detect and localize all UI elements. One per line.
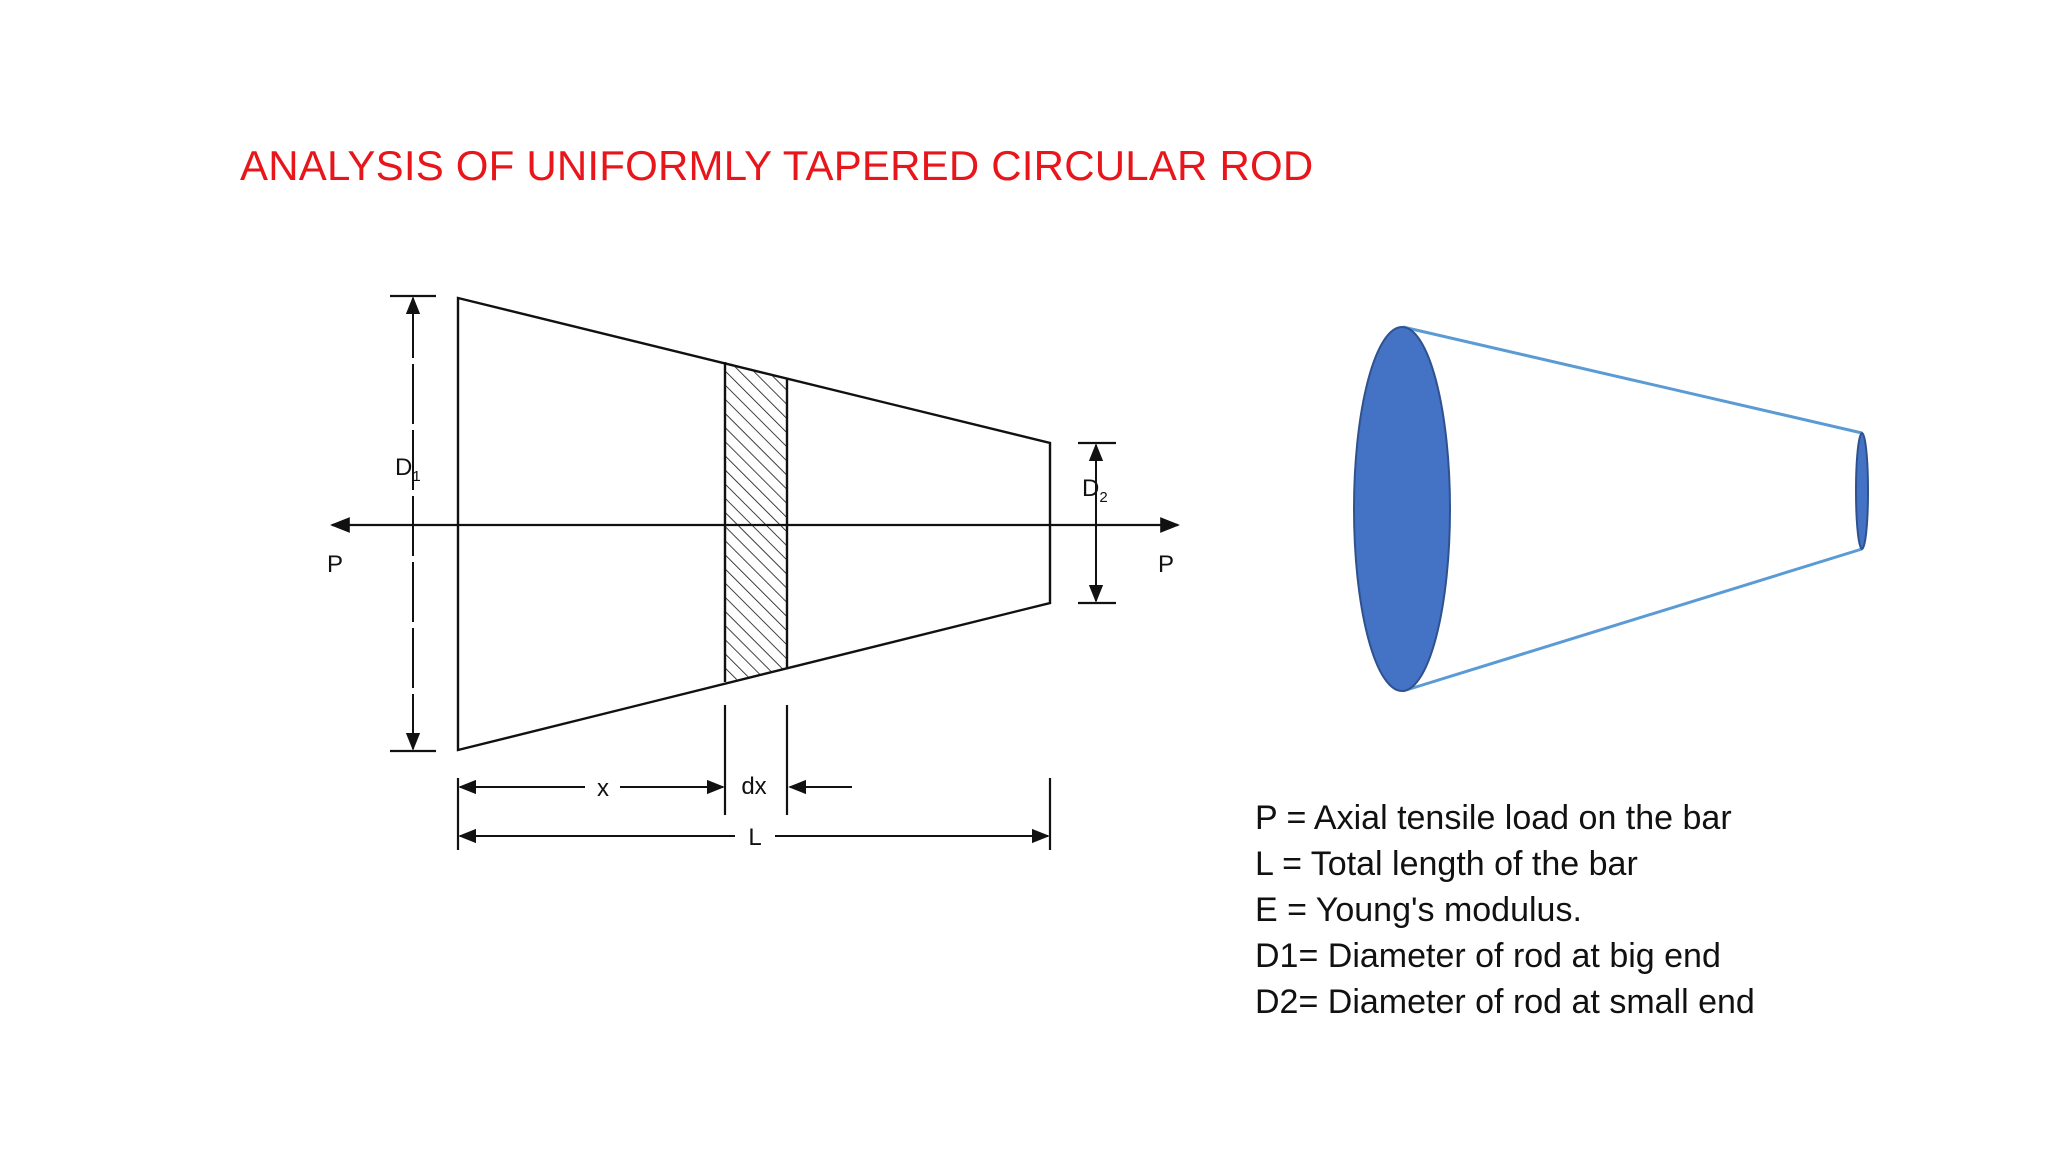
x-label: x xyxy=(597,775,609,802)
load-label-left: P xyxy=(327,551,343,578)
d2-dimension xyxy=(1078,441,1116,605)
d1-dimension xyxy=(390,294,436,753)
d1-label: D1 xyxy=(395,454,421,485)
definitions-list: P = Axial tensile load on the bar L = To… xyxy=(1255,795,1755,1025)
dx-label: dx xyxy=(741,773,766,800)
cone-top-edge xyxy=(1402,325,1863,435)
cone-illustration xyxy=(1353,325,1869,693)
definition-l: L = Total length of the bar xyxy=(1255,845,1638,883)
hatched-element xyxy=(723,362,789,682)
tapered-rod-diagram: P P D1 D2 x dx L xyxy=(327,294,1180,851)
l-label: L xyxy=(748,824,761,851)
load-label-right: P xyxy=(1158,551,1174,578)
rod-outline xyxy=(456,296,1052,752)
slide-title: ANALYSIS OF UNIFORMLY TAPERED CIRCULAR R… xyxy=(240,142,1314,189)
cone-bottom-edge xyxy=(1402,547,1863,693)
cone-small-end xyxy=(1855,432,1869,550)
definition-d2: D2= Diameter of rod at small end xyxy=(1255,983,1755,1021)
d2-label: D2 xyxy=(1082,475,1108,506)
definition-d1: D1= Diameter of rod at big end xyxy=(1255,937,1721,975)
definition-e: E = Young's modulus. xyxy=(1255,891,1582,929)
definition-p: P = Axial tensile load on the bar xyxy=(1255,799,1732,837)
cone-big-end xyxy=(1353,326,1451,692)
